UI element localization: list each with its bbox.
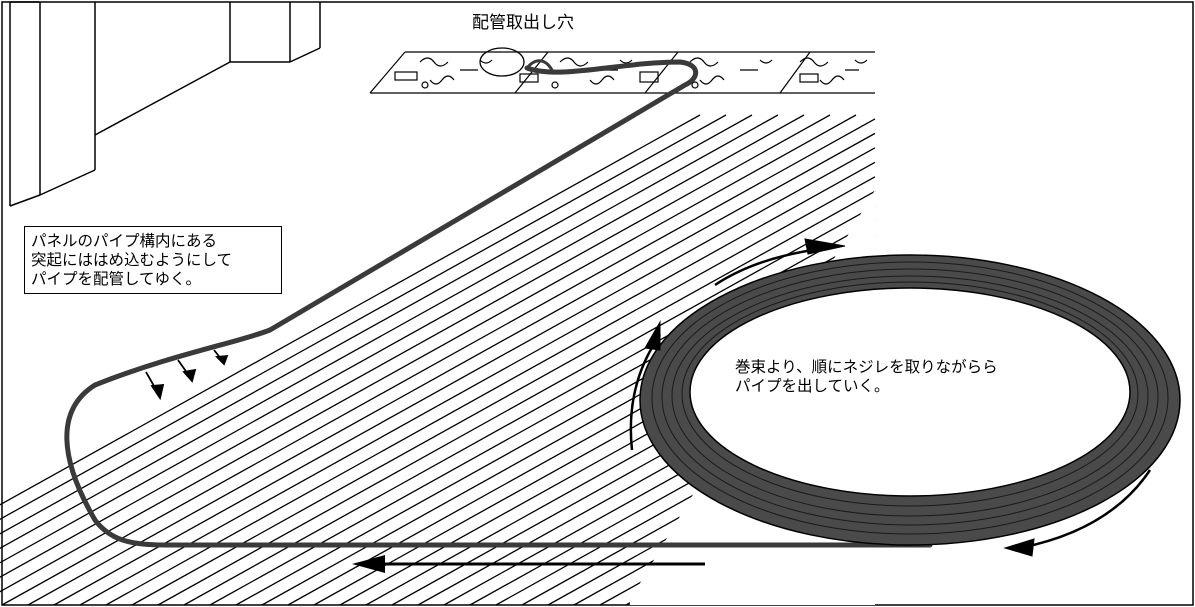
groove-line xyxy=(27,132,876,606)
rotation-arrows xyxy=(629,238,1152,557)
outlet-label: 配管取出し穴 xyxy=(472,13,574,33)
header-panel-strip xyxy=(369,51,875,94)
groove-line xyxy=(1,118,876,606)
groove-line xyxy=(0,114,753,535)
groove-line xyxy=(0,114,779,549)
groove-line xyxy=(131,190,876,606)
pipe-run xyxy=(64,59,933,548)
coil-line-2: パイプを出していく。 xyxy=(735,377,890,395)
outlet-hole-marker xyxy=(479,47,525,77)
groove-line xyxy=(157,205,876,606)
groove-line xyxy=(0,114,805,564)
groove-line xyxy=(0,114,701,506)
callout-line-3: パイプを配管してゆく。 xyxy=(31,270,202,288)
wall-cabinet xyxy=(9,1,321,207)
groove-line xyxy=(53,147,876,606)
callout-line-2: 突起にははめ込むようにして xyxy=(31,251,233,269)
pipe-outlet-stub xyxy=(525,59,554,71)
groove-line xyxy=(105,176,876,606)
coil-label: 巻束より、順にネジレを取りながらら パイプを出していく。 xyxy=(735,358,998,396)
groove-line xyxy=(0,114,857,593)
pipe-coil xyxy=(639,254,1181,546)
groove-line xyxy=(79,161,876,606)
callout-box: パネルのパイプ構内にある 突起にははめ込むようにして パイプを配管してゆく。 xyxy=(24,226,282,294)
callout-line-1: パネルのパイプ構内にある xyxy=(31,232,218,250)
press-arrows xyxy=(145,349,229,401)
pull-direction-arrow xyxy=(352,555,705,573)
coil-line-1: 巻束より、順にネジレを取りながらら xyxy=(735,358,998,376)
groove-line xyxy=(0,114,727,520)
